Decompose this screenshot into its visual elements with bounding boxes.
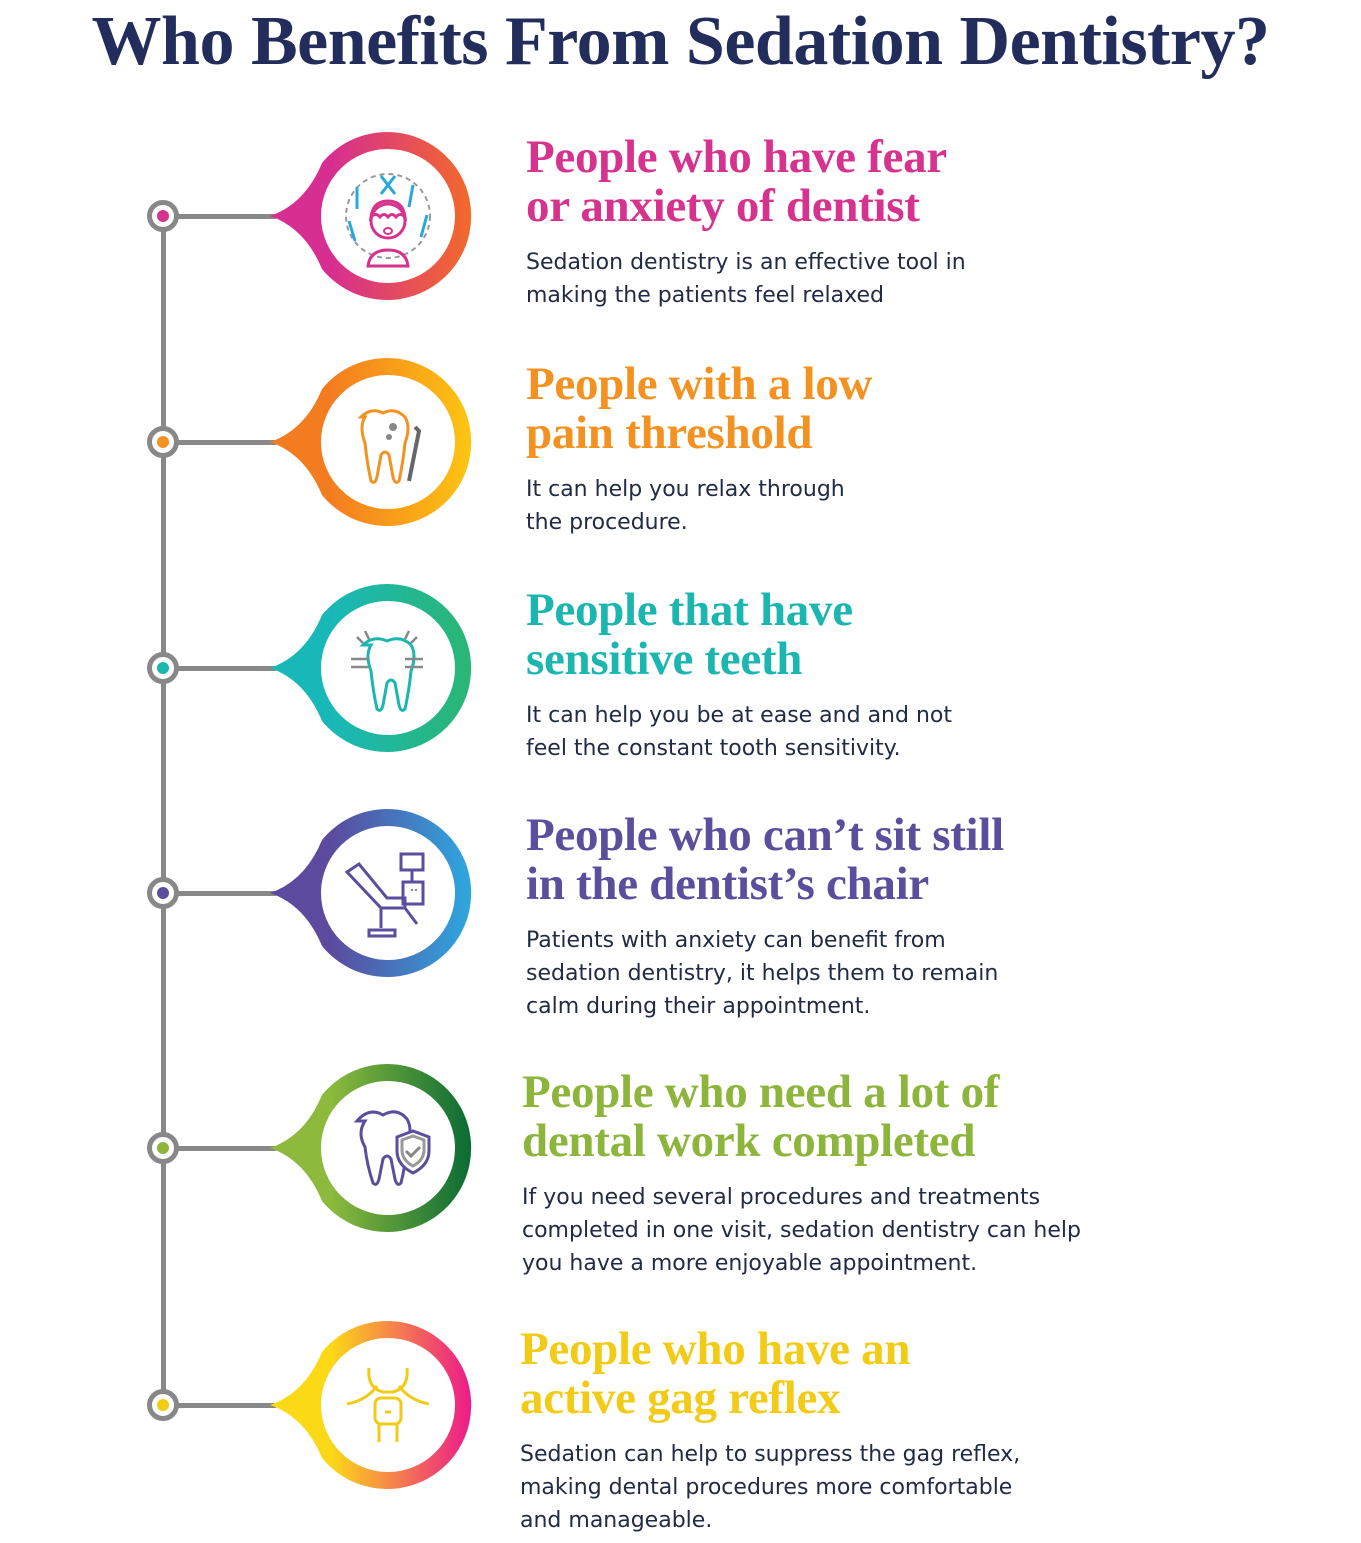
heading-line: dental work completed	[522, 1115, 976, 1167]
benefit-description: Sedation dentistry is an effective tool …	[526, 246, 966, 312]
description-line: It can help you be at ease and and not	[526, 703, 952, 728]
node-dot	[157, 1399, 169, 1411]
node-dot	[157, 662, 169, 674]
icon-badge	[270, 584, 472, 752]
icon-badge	[270, 132, 472, 300]
description-line: Patients with anxiety can benefit from	[526, 928, 946, 953]
description-line: completed in one visit, sedation dentist…	[522, 1218, 1081, 1243]
node-dot	[157, 210, 169, 222]
icon-badge	[270, 1064, 472, 1232]
timeline-node	[147, 877, 179, 909]
benefit-description: It can help you be at ease and and not fe…	[526, 699, 952, 765]
description-line: If you need several procedures and treat…	[522, 1185, 1041, 1210]
benefit-description: Sedation can help to suppress the gag re…	[520, 1438, 1020, 1537]
heading-line: People who have an	[520, 1323, 911, 1375]
heading-line: People who need a lot of	[522, 1066, 1000, 1118]
heading-line: sensitive teeth	[526, 633, 803, 685]
connector-line	[176, 1146, 276, 1151]
sensitive-tooth-icon	[351, 630, 423, 712]
heading-line: People who have fear	[526, 131, 947, 183]
connector-line	[176, 891, 276, 896]
heading-line: active gag reflex	[520, 1372, 841, 1424]
page-title: Who Benefits From Sedation Dentistry?	[91, 3, 1270, 80]
description-line: Sedation can help to suppress the gag re…	[520, 1442, 1021, 1467]
node-dot	[157, 436, 169, 448]
throat-gag-icon	[346, 1367, 430, 1442]
timeline-node	[147, 652, 179, 684]
timeline-node	[147, 200, 179, 232]
benefit-description: It can help you relax through the procedu…	[526, 473, 845, 539]
connector-line	[176, 1403, 276, 1408]
heading-line: People who can’t sit still	[526, 809, 1004, 861]
description-line: feel the constant tooth sensitivity.	[526, 736, 901, 761]
description-line: sedation dentistry, it helps them to rem…	[526, 961, 999, 986]
description-line: Sedation dentistry is an effective tool …	[526, 250, 966, 275]
connector-line	[176, 214, 276, 219]
timeline-node	[147, 426, 179, 458]
tooth-shield-icon	[353, 1110, 431, 1186]
heading-line: pain threshold	[526, 407, 813, 459]
timeline-node	[147, 1389, 179, 1421]
connector-line	[176, 440, 276, 445]
heading-line: in the dentist’s chair	[526, 858, 929, 910]
connector-line	[176, 666, 276, 671]
icon-badge	[270, 809, 472, 977]
heading-line: or anxiety of dentist	[526, 180, 920, 232]
icon-badge	[270, 358, 472, 526]
description-line: and manageable.	[520, 1508, 713, 1533]
description-line: making the patients feel relaxed	[526, 283, 884, 308]
node-dot	[157, 887, 169, 899]
benefit-description: Patients with anxiety can benefit from se…	[526, 924, 998, 1023]
description-line: making dental procedures more comfortabl…	[520, 1475, 1013, 1500]
node-dot	[157, 1142, 169, 1154]
dental-chair-icon	[344, 852, 425, 938]
timeline-node	[147, 1132, 179, 1164]
icon-badge	[270, 1321, 472, 1489]
heading-line: People that have	[526, 584, 853, 636]
benefit-description: If you need several procedures and treat…	[522, 1181, 1081, 1280]
description-line: calm during their appointment.	[526, 994, 871, 1019]
timeline-spine	[161, 216, 166, 1405]
heading-line: People with a low	[526, 358, 873, 410]
decayed-tooth-probe-icon	[357, 409, 422, 484]
description-line: you have a more enjoyable appointment.	[522, 1251, 978, 1276]
description-line: It can help you relax through	[526, 477, 845, 502]
description-line: the procedure.	[526, 510, 688, 535]
scared-patient-dental-tools-icon	[345, 173, 431, 268]
